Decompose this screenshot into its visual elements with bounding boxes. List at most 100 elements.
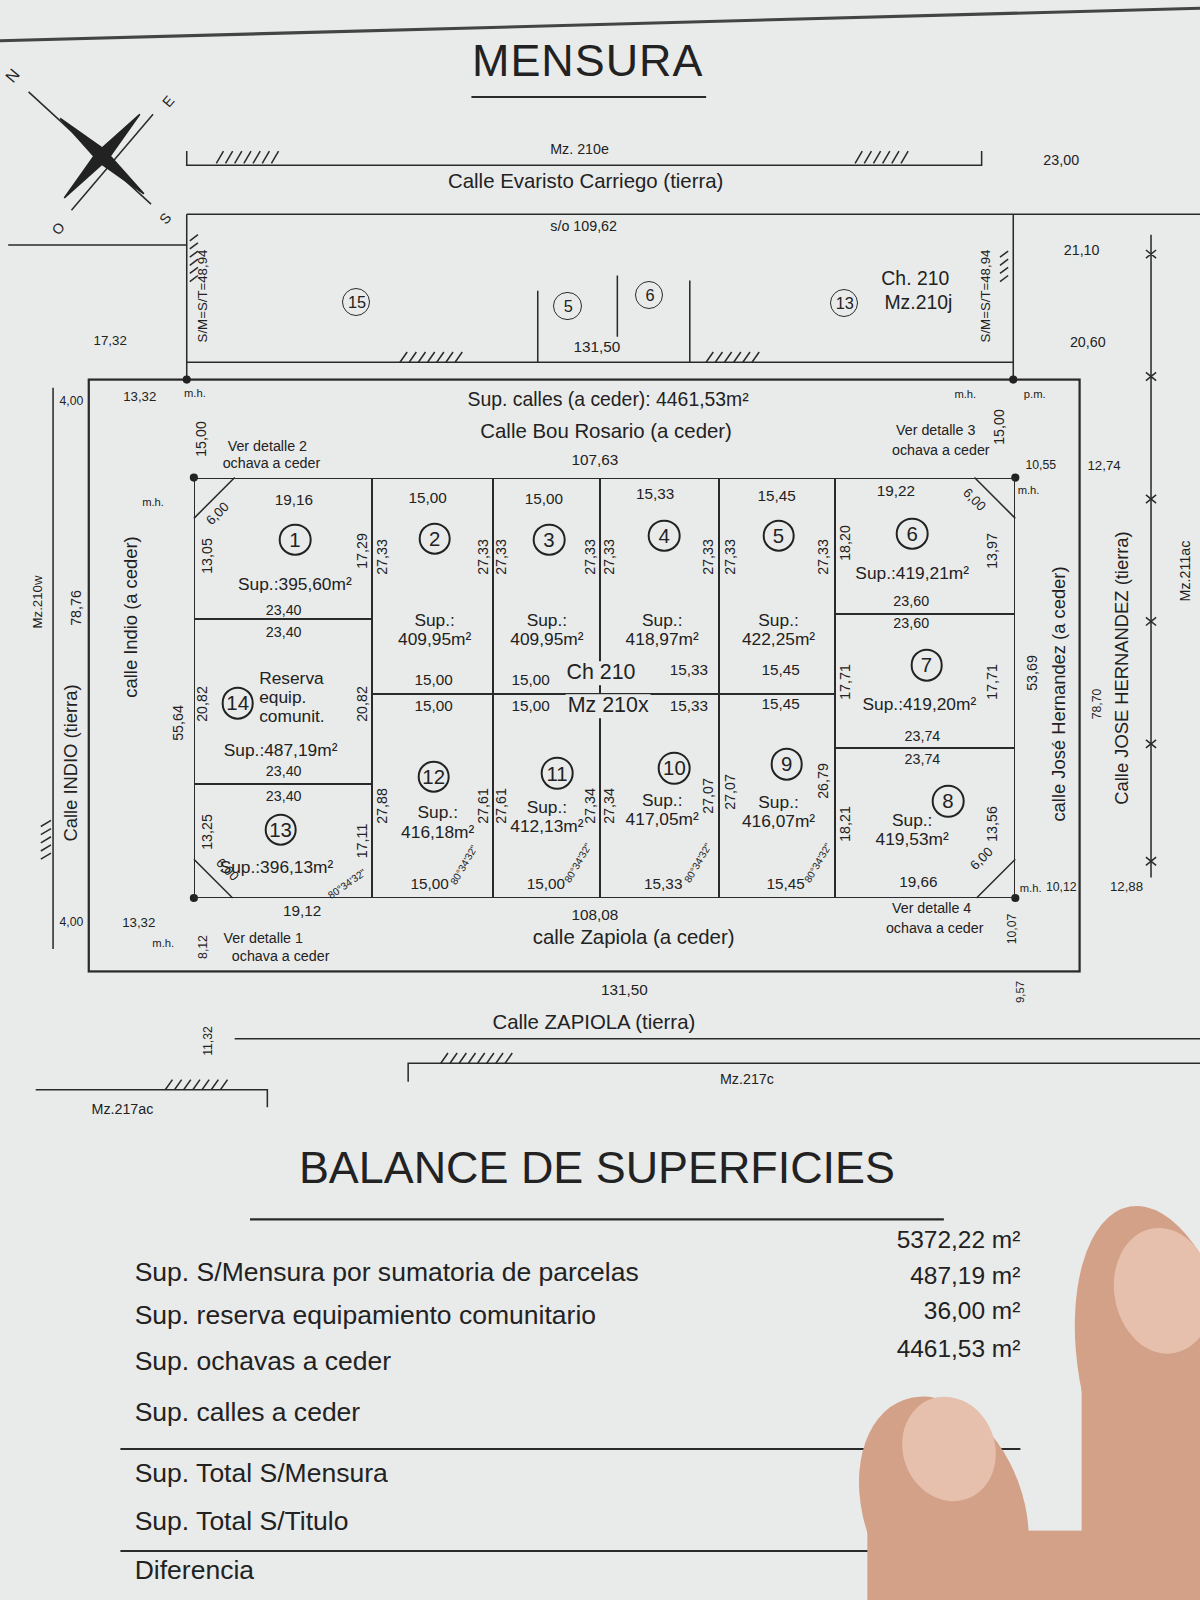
- block-code: Mz.217ac: [92, 1102, 154, 1118]
- dimension: 15,45: [757, 487, 795, 504]
- dimension: 15,00: [194, 421, 210, 457]
- parcel-area: Reserva equip. comunit.: [259, 669, 351, 726]
- balance-row: Sup. Total S/Titulo: [135, 1508, 349, 1537]
- street-name: calle Indio (a ceder): [121, 537, 141, 698]
- dimension: 27,34: [602, 788, 618, 824]
- parcel-lot: 2Sup.: 409,95m²: [372, 478, 492, 694]
- note: Ver detalle 3: [896, 423, 975, 439]
- parcel-area: Sup.: 418,97m²: [615, 610, 709, 648]
- note: Ver detalle 2: [228, 439, 307, 455]
- parcel-number: 4: [648, 519, 681, 552]
- block-code: Mz.210j: [884, 292, 952, 313]
- parcel-area: Sup.: 412,13m²: [500, 798, 594, 836]
- parcel-number: 6: [896, 517, 929, 550]
- dimension: 10,07: [1007, 913, 1020, 944]
- section-heading: BALANCE DE SUPERFICIES: [299, 1144, 895, 1193]
- parcel-area: Sup.:419,21m²: [855, 565, 969, 584]
- parcel-number: 7: [910, 649, 943, 682]
- parcel-area: Sup.: 416,07m²: [732, 793, 826, 831]
- balance-row: Sup. S/Mensura por sumatoria de parcelas: [135, 1259, 639, 1288]
- dimension: 27,34: [583, 788, 599, 824]
- dimension: 4,00: [60, 395, 84, 408]
- dimension: 20,82: [355, 686, 371, 722]
- dimension: 27,88: [375, 788, 391, 824]
- parcel-number: 5: [762, 519, 795, 552]
- dimension: 131,50: [574, 339, 621, 356]
- dimension: 15,00: [511, 671, 549, 688]
- dimension: 27,33: [494, 539, 510, 575]
- dimension: 15,00: [415, 698, 453, 715]
- dimension: 27,33: [602, 539, 618, 575]
- dimension: 13,97: [985, 533, 1001, 569]
- dimension: 80°34'32": [562, 842, 594, 885]
- dimension: 20,82: [195, 686, 211, 722]
- dimension: 27,33: [723, 539, 739, 575]
- dimension: 20,60: [1070, 335, 1106, 351]
- dimension: 15,00: [408, 490, 446, 507]
- balance-row: Diferencia: [135, 1557, 254, 1586]
- dimension: 17,29: [355, 533, 371, 569]
- dimension: 15,33: [644, 875, 682, 892]
- dimension: 23,00: [1043, 153, 1079, 169]
- note: m.h.: [152, 937, 174, 949]
- parcel-number: 12: [417, 760, 450, 793]
- dimension: 80°34'32": [682, 842, 714, 885]
- dimension: 13,25: [200, 814, 216, 850]
- dimension: 15,00: [527, 875, 565, 892]
- block-code: Mz.211ac: [1178, 541, 1194, 602]
- parcel-lot: 12Sup.: 416,18m²: [372, 694, 492, 898]
- neighbor-parcel-circle: 13: [830, 289, 859, 318]
- note: Ver detalle 1: [224, 931, 303, 947]
- dimension: 10,55: [1026, 460, 1057, 473]
- dimension: 19,22: [877, 482, 915, 499]
- dimension: 17,71: [985, 664, 1001, 700]
- dimension: 13,32: [122, 916, 155, 931]
- note: m.h.: [142, 496, 164, 508]
- parcel-area: Sup.: 416,18m²: [391, 803, 485, 841]
- dimension: 26,79: [817, 763, 833, 799]
- dimension: 15,00: [525, 491, 563, 508]
- block-code: Mz.217c: [720, 1072, 774, 1088]
- balance-row: Sup. ochavas a ceder: [135, 1348, 391, 1377]
- compass-letter: E: [160, 93, 178, 110]
- dimension: 13,05: [200, 538, 216, 574]
- dimension: 108,08: [571, 907, 618, 924]
- dimension: 23,40: [266, 765, 302, 781]
- dimension: 15,45: [761, 662, 799, 679]
- dimension: 11,32: [202, 1026, 215, 1056]
- parcel-number: 13: [264, 813, 297, 846]
- dimension: 17,71: [838, 664, 854, 700]
- dimension: 15,45: [767, 875, 805, 892]
- dimension: 23,40: [266, 625, 302, 641]
- street-name: Calle JOSE HERNANDEZ (tierra): [1112, 532, 1132, 805]
- dimension: 27,33: [583, 539, 599, 575]
- dimension: 15,00: [410, 875, 448, 892]
- dimension: 8,12: [197, 935, 210, 959]
- dimension: 18,20: [838, 525, 854, 561]
- parcel-area: Sup.: 409,95m²: [500, 610, 594, 648]
- compass-letter: S: [157, 211, 175, 228]
- dimension: 27,33: [476, 539, 492, 575]
- parcel-area: Sup.:419,20m²: [863, 696, 977, 715]
- dimension: 21,10: [1064, 243, 1100, 259]
- dimension: 53,69: [1025, 656, 1041, 692]
- dimension: 23,60: [893, 594, 929, 610]
- balance-row: Sup. Total S/Mensura: [135, 1460, 388, 1489]
- dimension: 12,88: [1110, 879, 1143, 894]
- dimension: 9,57: [1014, 981, 1026, 1003]
- parcel-number: 13: [836, 295, 854, 313]
- dimension: 15,00: [992, 409, 1008, 445]
- dimension: 23,60: [893, 617, 929, 633]
- note: Ver detalle 4: [892, 901, 971, 917]
- street-name: Calle ZAPIOLA (tierra): [492, 1011, 695, 1033]
- block-code: Mz.210w: [30, 576, 45, 629]
- note: p.m.: [1024, 388, 1046, 400]
- note: m.h.: [954, 388, 976, 400]
- parcel-area: Sup.: 409,95m²: [388, 610, 482, 648]
- dimension: 27,07: [701, 778, 717, 814]
- parcel-number: 1: [279, 523, 312, 556]
- dimension: 23,74: [905, 752, 941, 768]
- dimension: 27,07: [723, 774, 739, 810]
- block-code: Ch. 210: [881, 268, 949, 289]
- dimension: 23,40: [266, 789, 302, 805]
